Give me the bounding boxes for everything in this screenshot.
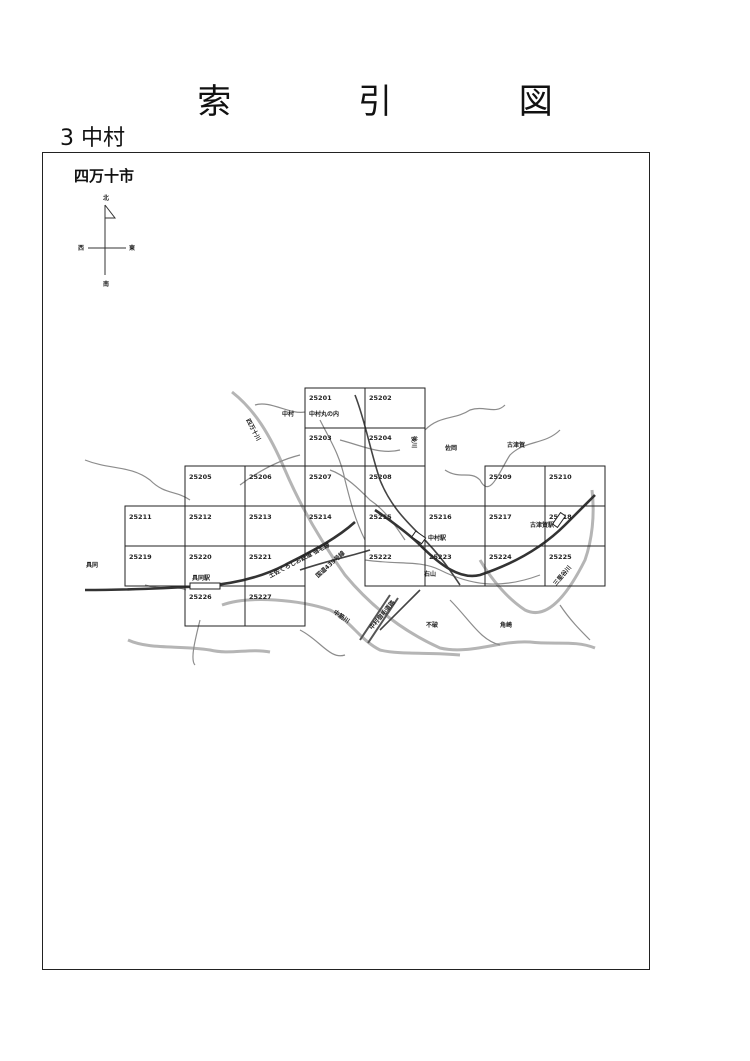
tile-label: 25204: [369, 434, 392, 442]
compass-west-label: 西: [78, 244, 84, 252]
station-markers: [189, 511, 567, 590]
compass-icon: [88, 204, 126, 275]
tile-label: 25224: [489, 553, 512, 561]
tile-label: 25214: [309, 513, 332, 521]
label-sada: 佐岡: [444, 444, 457, 452]
tile-label: 25223: [429, 553, 452, 561]
page-subtitle: 3 中村: [60, 126, 125, 151]
tile-labels: 25201 25202 25203 25204 25205 25206 2520…: [129, 394, 572, 601]
tile-label: 25205: [189, 473, 212, 481]
tile-label: 25225: [549, 553, 572, 561]
index-grid: [124, 387, 606, 627]
river-lines: [127, 390, 596, 657]
tile-label: 25216: [429, 513, 452, 521]
railway-line: [84, 494, 596, 592]
compass-east-label: 東: [129, 244, 135, 252]
tile-label: 25222: [369, 553, 392, 561]
bypass-road: [359, 594, 399, 644]
label-kadozaki: 角崎: [500, 621, 512, 629]
area-name: 四万十市: [74, 167, 135, 185]
tile-label: 25217: [489, 513, 512, 521]
tile-label: 25207: [309, 473, 332, 481]
label-gudo-station: 具同駅: [191, 574, 211, 582]
tile-label: 25226: [189, 593, 212, 601]
label-kamo-river: 後川: [410, 436, 418, 448]
page-title: 索 引 図: [197, 82, 611, 122]
label-nakamura-station: 中村駅: [428, 534, 447, 542]
tile-label: 25213: [249, 513, 272, 521]
tile-label: 25206: [249, 473, 272, 481]
tile-label: 25215: [369, 513, 392, 521]
tile-label: 25227: [249, 593, 272, 601]
compass-north-label: 北: [103, 194, 109, 202]
tile-label: 25209: [489, 473, 512, 481]
label-furutsuka: 古津賀: [507, 441, 525, 449]
label-nakasuji-river: 中筋川: [332, 608, 351, 625]
main-road-lines: [299, 394, 461, 631]
tile-label: 25212: [189, 513, 212, 521]
label-ishiyama: 右山: [423, 570, 436, 578]
label-fuha: 不破: [426, 621, 438, 629]
tile-label: 25220: [189, 553, 212, 561]
label-gumi: 具同: [85, 561, 98, 569]
tile-label: 25219: [129, 553, 152, 561]
tile-label: 25203: [309, 434, 332, 442]
label-nakamura-marunouchi: 中村丸の内: [309, 410, 339, 418]
label-nakamura: 中村: [282, 410, 294, 418]
compass-south-label: 南: [103, 280, 109, 288]
label-furutsuka-station: 古津賀駅: [530, 521, 555, 529]
tile-label: 25202: [369, 394, 392, 402]
map-frame: [42, 152, 650, 970]
tile-label: 25221: [249, 553, 272, 561]
tile-label: 25210: [549, 473, 572, 481]
tile-label: 25208: [369, 473, 392, 481]
tile-label: 25211: [129, 513, 152, 521]
tile-label: 25201: [309, 394, 332, 402]
label-sanjo: 三里谷川: [551, 564, 573, 588]
